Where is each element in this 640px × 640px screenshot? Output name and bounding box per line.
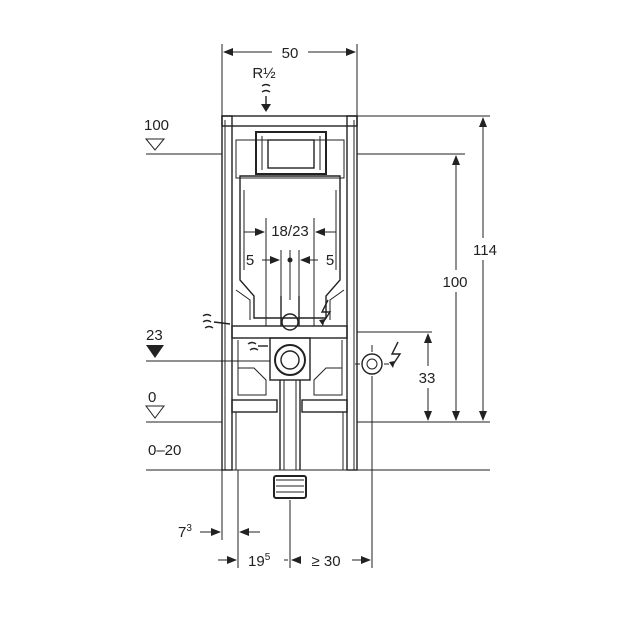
- spacing-18-23-label: 18/23: [271, 223, 309, 240]
- dimension-5-5: 5 5: [246, 250, 334, 300]
- dist-7-label: 73: [178, 523, 192, 541]
- level-100-label: 100: [144, 117, 169, 134]
- level-marker-100: 100: [144, 117, 222, 155]
- level-marker-23: 23: [146, 327, 270, 362]
- water-supply-left: [202, 313, 268, 351]
- pipe-size-label: R½: [252, 65, 276, 82]
- waste-pipe-icon: [273, 475, 307, 499]
- dimension-width-50: 50: [221, 44, 358, 120]
- offset-left-label: 5: [246, 252, 254, 269]
- height-100-label: 100: [442, 274, 467, 291]
- level-0-label: 0: [148, 389, 156, 406]
- height-114-label: 114: [473, 242, 497, 259]
- level-marker-0: 0: [145, 389, 222, 423]
- level-marker-icon: [146, 345, 164, 358]
- dimension-19-5: 195: [218, 500, 291, 570]
- waste-connection: [237, 337, 343, 499]
- level-23-label: 23: [146, 327, 163, 344]
- offset-right-label: 5: [326, 252, 334, 269]
- floor-range-label: 0–20: [148, 442, 181, 459]
- electric-icon: [389, 341, 402, 368]
- level-marker-icon: [144, 138, 166, 151]
- water-supply-icon: [261, 83, 271, 112]
- water-supply-icon: [202, 313, 231, 329]
- flush-pipe: [280, 296, 300, 331]
- dimension-height-114: 114: [470, 117, 500, 421]
- electric-icon: [319, 299, 332, 326]
- height-33-label: 33: [419, 370, 436, 387]
- dimension-height-33: 33: [357, 331, 442, 421]
- dimension-height-100: 100: [438, 155, 472, 421]
- dimension-30: ≥ 30: [291, 553, 371, 570]
- dist-30-label: ≥ 30: [311, 553, 340, 570]
- electrical-socket: [355, 341, 402, 568]
- dimension-7-3: 73: [178, 470, 260, 568]
- water-supply-icon: [247, 341, 268, 351]
- water-supply-top: R½: [252, 65, 276, 112]
- width-50-label: 50: [282, 45, 299, 62]
- level-marker-icon: [145, 405, 165, 419]
- dist-19-label: 195: [248, 552, 271, 570]
- dimension-18-23: 18/23: [244, 218, 336, 326]
- installation-frame: [221, 115, 490, 471]
